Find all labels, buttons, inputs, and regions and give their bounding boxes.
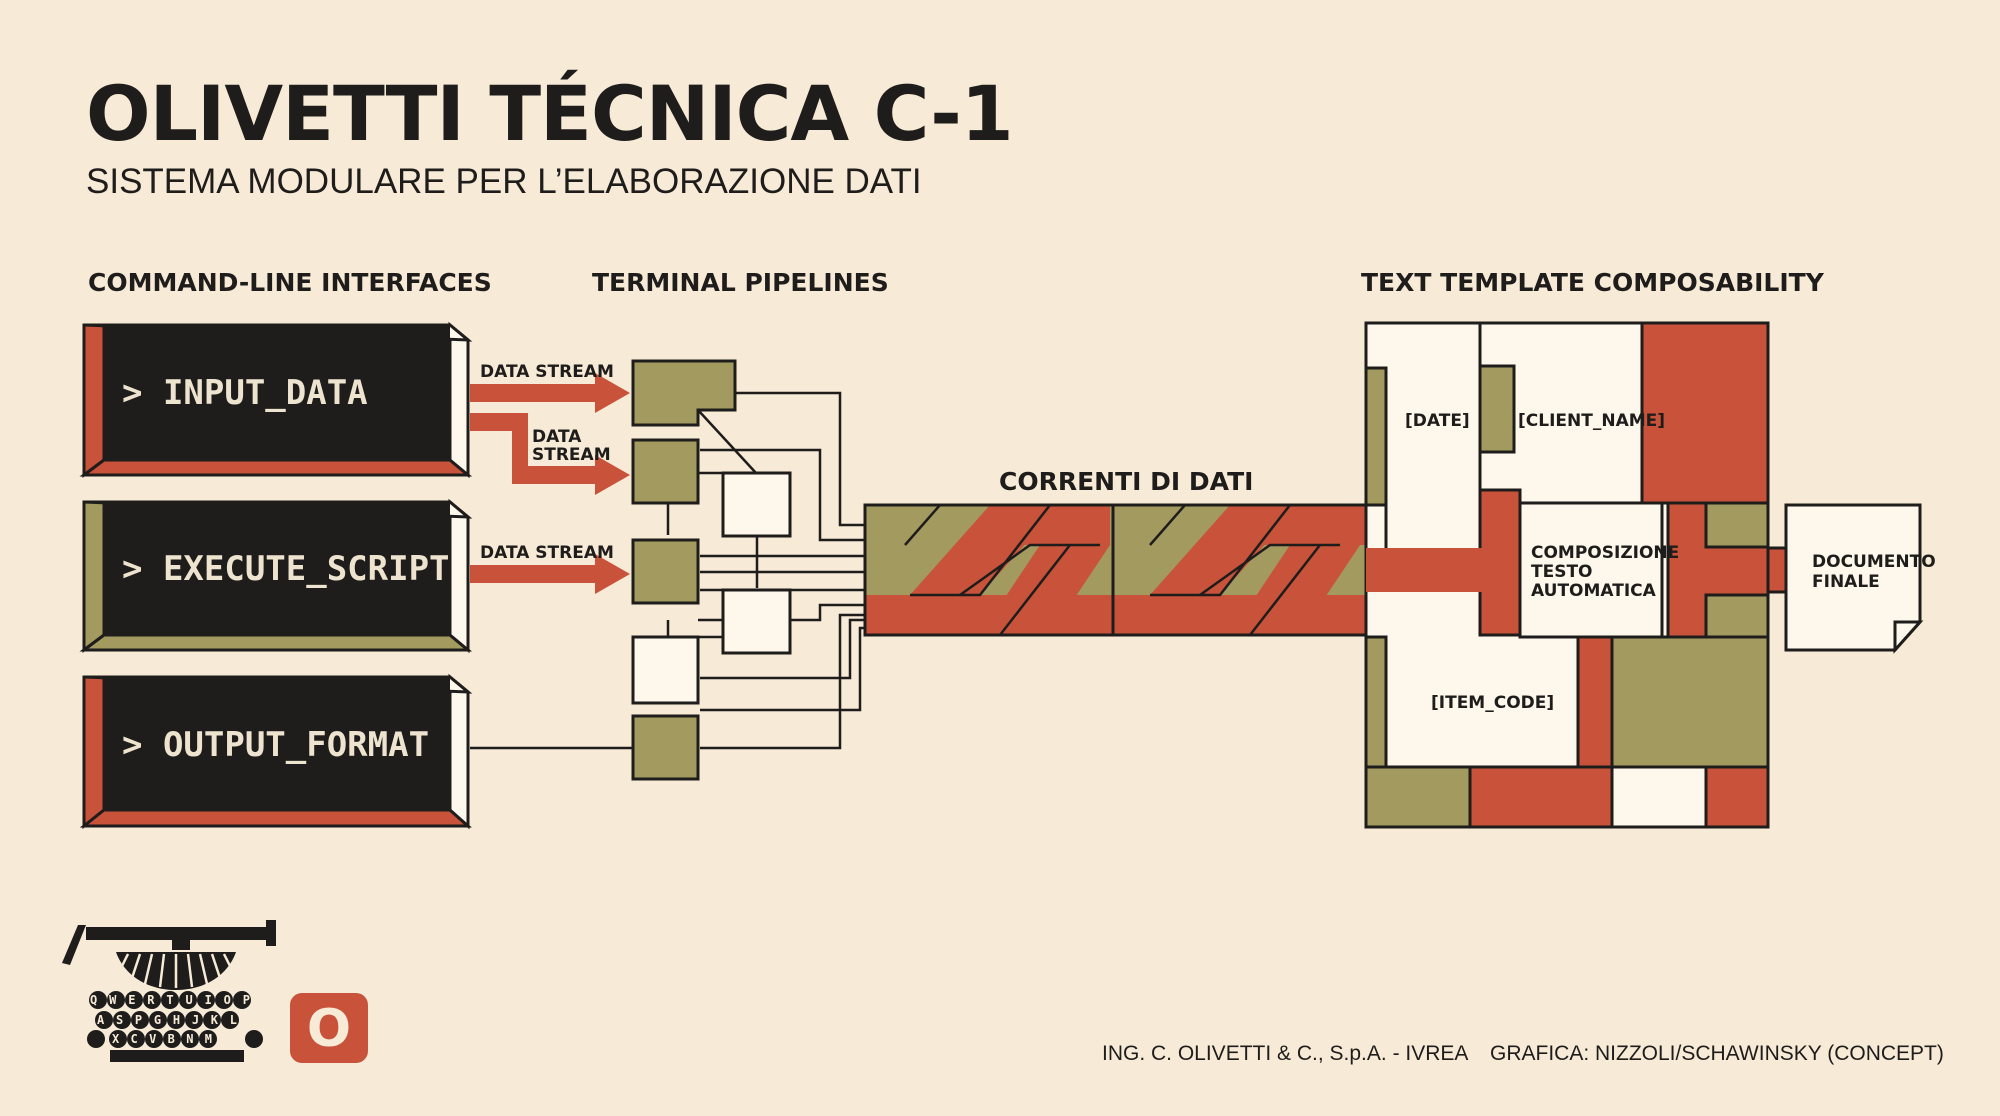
stream-arrow-top: DATA STREAM: [470, 362, 630, 413]
section-title-templates: TEXT TEMPLATE COMPOSABILITY: [1361, 268, 1824, 297]
stream-label-top: DATA STREAM: [480, 362, 614, 382]
typewriter-keys-row1: QWERTUIOP: [90, 993, 250, 1007]
stream-label-middle-1: DATA: [532, 427, 582, 447]
footer-company: ING. C. OLIVETTI & C., S.p.A. - IVREA: [1102, 1042, 1469, 1065]
section-title-cli: COMMAND-LINE INTERFACES: [88, 268, 492, 297]
command-execute-label: > EXECUTE_SCRIPT: [122, 549, 450, 589]
final-document-label-1: DOCUMENTO: [1812, 552, 1936, 572]
template-client-field: [CLIENT_NAME]: [1518, 411, 1665, 431]
pipeline-modules: [631, 359, 792, 781]
command-block-output[interactable]: > OUTPUT_FORMAT: [79, 673, 473, 830]
pipeline-module-2: [631, 438, 700, 505]
compose-label-2: TESTO: [1531, 562, 1593, 582]
pipeline-module-3: [721, 471, 792, 538]
command-block-execute[interactable]: > EXECUTE_SCRIPT: [79, 498, 473, 654]
page-title: OLIVETTI TÉCNICA C-1: [86, 69, 1014, 158]
template-item-field: [ITEM_CODE]: [1431, 693, 1554, 713]
command-output-label: > OUTPUT_FORMAT: [122, 725, 429, 765]
data-flow-band: CORRENTI DI DATI: [863, 467, 1372, 637]
final-document: DOCUMENTO FINALE: [1784, 503, 1936, 654]
compose-label-1: COMPOSIZIONE: [1531, 543, 1679, 563]
pipeline-module-4: [631, 538, 700, 605]
compose-label-3: AUTOMATICA: [1531, 581, 1657, 601]
section-title-pipelines: TERMINAL PIPELINES: [592, 268, 889, 297]
olivetti-logo-letter: O: [307, 999, 351, 1059]
command-block-input[interactable]: > INPUT_DATA: [79, 321, 473, 479]
pipeline-module-7: [631, 714, 700, 781]
stream-label-lower: DATA STREAM: [480, 543, 614, 563]
pipeline-module-1: [631, 359, 737, 427]
final-document-label-2: FINALE: [1812, 572, 1880, 592]
stream-arrow-lower: DATA STREAM: [470, 543, 630, 594]
typewriter-icon: QWERTUIOP ASPGHJKL XCVBNM: [62, 920, 276, 1062]
pipeline-wires: [470, 391, 865, 750]
olivetti-logo: O: [290, 993, 368, 1063]
command-input-label: > INPUT_DATA: [122, 373, 368, 413]
pipeline-module-6: [631, 635, 700, 705]
stream-arrow-middle: DATA STREAM: [470, 413, 630, 495]
footer-credit: GRAFICA: NIZZOLI/SCHAWINSKY (CONCEPT): [1490, 1042, 1944, 1065]
stream-label-middle-2: STREAM: [532, 445, 611, 465]
page-subtitle: SISTEMA MODULARE PER L’ELABORAZIONE DATI: [86, 162, 922, 201]
flow-label: CORRENTI DI DATI: [999, 467, 1253, 496]
template-grid: [1364, 321, 1822, 829]
template-date-field: [DATE]: [1405, 411, 1470, 431]
pipeline-module-5: [721, 588, 792, 655]
template-labels: [DATE] [CLIENT_NAME] [ITEM_CODE] COMPOSI…: [1405, 411, 1679, 713]
